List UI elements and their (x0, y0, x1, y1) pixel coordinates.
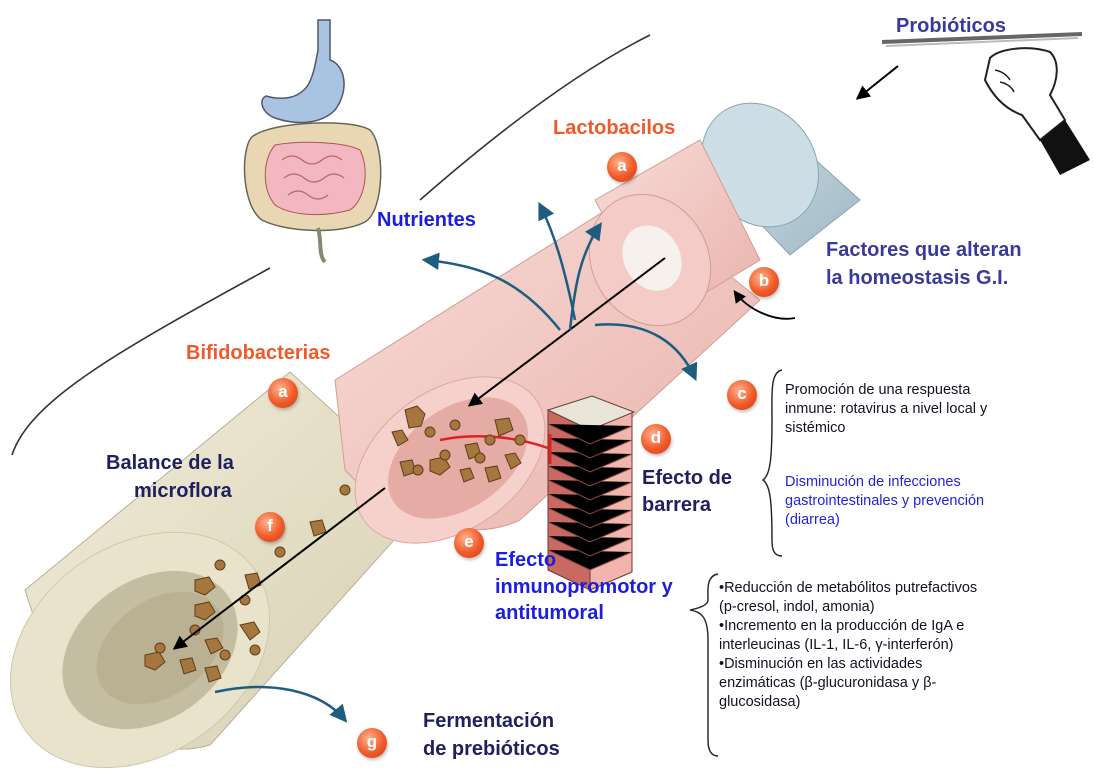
immuno-effect-line2: inmunopromotor y (495, 575, 673, 599)
marker-f: f (255, 512, 285, 542)
serving-hand-icon (882, 34, 1090, 175)
note-e-line3: •Incremento en la producción de IgA e (719, 617, 964, 636)
probiotics-label: Probióticos (896, 14, 1006, 38)
balance-label-line2: microflora (134, 479, 232, 503)
note-c-blue-line3: (diarrea) (785, 511, 840, 530)
factors-label-line1: Factores que alteran (826, 238, 1022, 262)
barrier-effect-line1: Efecto de (642, 466, 732, 490)
note-e-line2: (p-cresol, indol, amonia) (719, 598, 875, 617)
factors-label-line2: la homeostasis G.I. (826, 266, 1008, 290)
marker-e: e (454, 528, 484, 558)
lactobacilos-label: Lactobacilos (553, 116, 675, 140)
marker-b: b (749, 267, 779, 297)
note-e-line1: •Reducción de metabólitos putrefactivos (719, 579, 977, 598)
note-e-line7: glucosidasa) (719, 693, 800, 712)
brace-c (763, 370, 782, 556)
fermentation-label-line2: de prebióticos (423, 737, 560, 761)
immuno-effect-line3: antitumoral (495, 601, 604, 625)
barrier-effect-line2: barrera (642, 493, 711, 517)
nutrients-label: Nutrientes (377, 208, 476, 232)
note-e-line5: •Disminución en las actividades (719, 655, 922, 674)
brick-wall-icon (548, 396, 634, 590)
brace-e (690, 574, 718, 756)
marker-d: d (641, 424, 671, 454)
marker-c: c (727, 380, 757, 410)
bifidobacterias-label: Bifidobacterias (186, 341, 330, 365)
probiotics-arrow (858, 66, 898, 98)
note-c-line3: sistémico (785, 419, 845, 438)
note-c-line1: Promoción de una respuesta (785, 381, 970, 400)
note-c-blue-line1: Disminución de infecciones (785, 473, 961, 492)
note-c-line2: inmune: rotavirus a nivel local y (785, 400, 987, 419)
note-e-line4: interleucinas (IL-1, IL-6, γ-interferón) (719, 636, 954, 655)
marker-a-bifidobacterias: a (268, 378, 298, 408)
marker-a-lactobacilos: a (607, 152, 637, 182)
note-e-line6: enzimáticas (β-glucuronidasa y β- (719, 674, 936, 693)
note-c-blue-line2: gastrointestinales y prevención (785, 492, 984, 511)
balance-label-line1: Balance de la (106, 451, 234, 475)
digestive-system-icon (245, 20, 381, 262)
fermentation-label-line1: Fermentación (423, 709, 554, 733)
immuno-effect-line1: Efecto (495, 548, 556, 572)
marker-g: g (357, 728, 387, 758)
